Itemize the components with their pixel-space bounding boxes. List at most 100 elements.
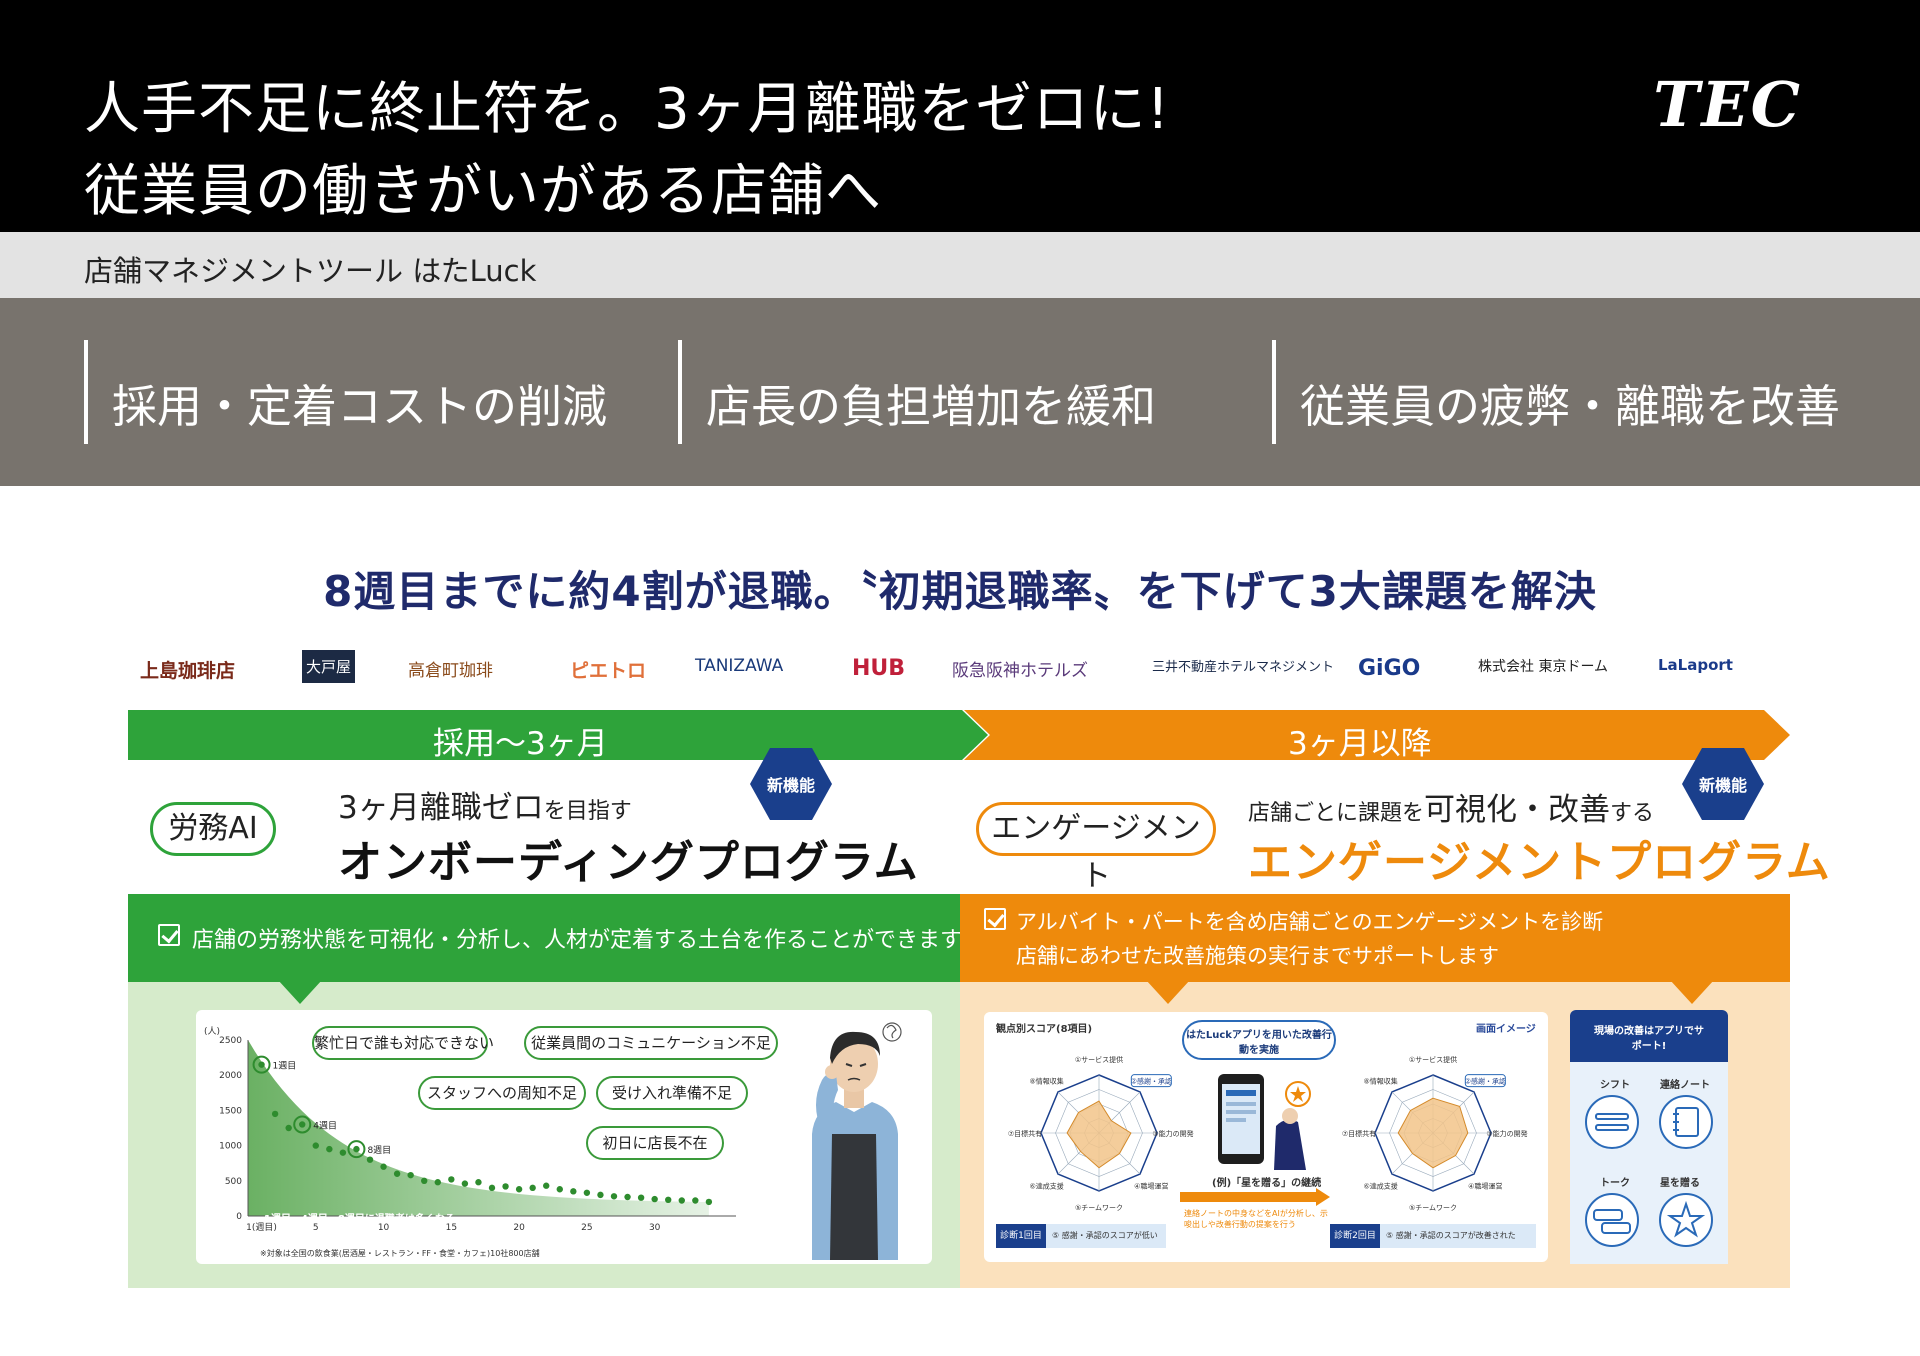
y-tick-label: 1500 [219,1106,242,1116]
badge-1-label: 新機能 [766,776,815,795]
badge-2-label: 新機能 [1698,776,1747,795]
issue-2: 店長の負担増加を緩和 [678,340,1272,444]
logo-takakura: 高倉町珈琲 [408,661,493,681]
radar-axis-label: ⑦目標共有 [1008,1129,1042,1138]
issue-1: 採用・定着コストの削減 [84,340,678,444]
data-point [651,1195,658,1203]
logo-pietro: ピエトロ [570,660,647,682]
progress-arrow [1180,1188,1330,1206]
onboarding-sub-a: 3ヶ月離職ゼロ [338,790,544,826]
diagnosis-card: 観点別スコア(8項目) 画面イメージ はたLuckアプリを用いた改善行動を実施 … [984,1012,1548,1262]
phone-user-illustration [1218,1074,1311,1170]
lead-text: 8週目までに約4割が退職。〝初期退職率〟を下げて3大課題を解決 [323,567,1597,616]
header: 人手不足に終止符を。3ヶ月離職をゼロに! 従業員の働きがいがある店舗へ TEC [0,0,1920,232]
data-point [705,1198,713,1206]
highlight-label: 1週目 [273,1061,297,1072]
tag-roumu-ai: 労務AI [150,802,276,856]
screen-image-label: 画面イメージ [1476,1024,1536,1035]
diagnosis-2-label: 診断2回目 [1330,1224,1380,1248]
highlight-label: 4週目 [313,1120,337,1131]
client-logos: 上島珈琲店 大戸屋 高倉町珈琲 ピエトロ TANIZAWA HUB 阪急阪神ホテ… [140,650,1790,700]
shift-icon [1585,1095,1639,1149]
title-line-2: 従業員の働きがいがある店舗へ [84,159,882,224]
logo-tokyo-dome: 株式会社 東京ドーム [1478,659,1609,675]
pointer-orange [1146,980,1190,1004]
logo-hankyu: 阪急阪神ホテルズ [952,661,1088,681]
data-point [692,1197,699,1204]
x-tick-label: 30 [649,1223,661,1233]
issue-3: 従業員の疲弊・離職を改善 [1272,340,1866,444]
radar-chart-before: ①サービス提供②感謝・承認③能力の開発④職場運営⑤チームワーク⑥達成支援⑦目標共… [1008,1055,1194,1212]
onboarding-panel: 店舗の労務状態を可視化・分析し、人材が定着する土台を作ることができます (人) 0… [128,894,963,1288]
tag-engagement: エンゲージメント [976,802,1216,894]
data-point [475,1179,482,1186]
phase-2-label: 3ヶ月以降 [1288,726,1432,762]
data-point [285,1124,292,1132]
feature-talk-label: トーク [1600,1178,1630,1189]
onboarding-subtitle: 3ヶ月離職ゼロを目指す [338,782,632,827]
x-tick-label: 20 [513,1223,525,1233]
engagement-sub-a: 店舗ごとに課題を [1248,801,1425,826]
x-tick-label: 1(週目) [246,1222,277,1233]
issue-bubble-4: 受け入れ準備不足 [596,1076,748,1110]
data-point [529,1184,536,1192]
notebook-icon [1659,1095,1713,1149]
new-feature-badge-1: 新機能 [750,748,832,820]
logo-tanizawa: TANIZAWA [695,656,784,676]
timeline-arrows [128,710,1790,760]
x-tick-label: 15 [446,1223,457,1233]
talk-icon [1585,1193,1639,1247]
logo-lalaport: LaLaport [1658,656,1733,674]
data-point [407,1171,414,1179]
product-name: 店舗マネジメントツール はたLuck [84,254,537,288]
radar-axis-label: ④職場運営 [1468,1181,1502,1190]
data-point [488,1184,496,1192]
highlight-ring [347,1140,366,1159]
data-point [570,1188,577,1195]
data-point [366,1156,374,1163]
feature-note-label: 連絡ノート [1660,1080,1710,1091]
radar-axis-label: ⑥達成支援 [1030,1181,1064,1190]
data-point [312,1142,319,1149]
feature-star-label: 星を贈る [1660,1178,1700,1189]
diagnosis-1-box: 診断1回目 ⑤ 感謝・承認のスコアが低い [996,1224,1166,1248]
phase-1-label: 採用〜3ヶ月 [433,726,608,762]
data-point [258,1061,265,1068]
radar-axis-label: ⑧情報収集 [1364,1077,1398,1086]
pointer-orange-2 [1670,980,1714,1004]
diagnosis-2-box: 診断2回目 ⑤ 感謝・承認のスコアが改善された [1330,1224,1536,1248]
engagement-desc-bar [960,894,1790,982]
y-tick-label: 0 [236,1212,242,1222]
logo-mitsui-hotel: 三井不動産ホテルマネジメント [1152,660,1335,675]
ai-note: 連絡ノートの中身などをAIが分析し、示唆出しや改善行動の提案を行う [1184,1209,1328,1229]
x-tick-label: 10 [378,1223,390,1233]
engagement-subtitle: 店舗ごとに課題を可視化・改善する [1248,784,1654,829]
logo-hub: HUB [852,656,906,681]
data-point [556,1186,563,1193]
engagement-desc-1: アルバイト・パートを含め店舗ごとのエンゲージメントを診断 [1016,910,1604,934]
onboarding-desc: 店舗の労務状態を可視化・分析し、人材が定着する土台を作ることができます [192,928,963,953]
title-line-1: 人手不足に終止符を。3ヶ月離職をゼロに! [84,77,1171,142]
app-support-card: 現場の改善はアプリでサポート! シフト 連絡ノート トーク 星を贈る [1570,1010,1728,1264]
chart-note: 1週目、4週目、8週目に退職者は多くなる [264,1214,455,1225]
data-point [637,1194,645,1201]
radar-axis-label: ①サービス提供 [1075,1055,1123,1064]
data-point [624,1193,631,1201]
data-point [597,1191,604,1199]
y-axis-label: (人) [204,1026,220,1037]
logo-ueshima: 上島珈琲店 [140,660,236,682]
radar-highlight-box [1130,1074,1172,1088]
engagement-sub-b: 可視化・改善 [1424,792,1611,828]
radar-axis-label: ⑤チームワーク [1409,1204,1457,1212]
issue-bubble-2: 従業員間のコミュニケーション不足 [524,1026,778,1060]
engagement-desc-2: 店舗にあわせた改善施策の実行までサポートします [1016,944,1499,968]
data-point [543,1182,550,1189]
radar-title: 観点別スコア(8項目) [996,1024,1093,1035]
logo-gigo: GiGO [1358,656,1421,681]
app-support-title: 現場の改善はアプリでサポート! [1594,1026,1704,1052]
issue-bubble-5: 初日に店長不在 [586,1126,724,1160]
data-point [434,1179,441,1186]
new-feature-badge-2: 新機能 [1682,748,1764,820]
check-icon [158,924,180,946]
data-point [339,1149,347,1156]
